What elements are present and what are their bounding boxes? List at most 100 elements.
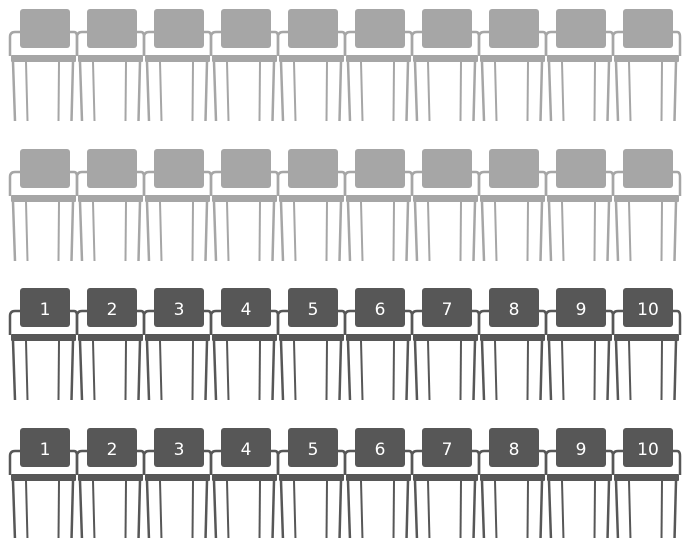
chair-armrest-left bbox=[10, 451, 20, 475]
chair-back bbox=[154, 9, 204, 48]
chair-seat bbox=[614, 474, 679, 481]
seat-1-2 bbox=[77, 9, 144, 121]
chair-leg bbox=[428, 202, 430, 261]
chair-leg bbox=[415, 202, 417, 261]
chair-leg bbox=[26, 341, 28, 400]
seat-3-3[interactable]: 3 bbox=[144, 288, 211, 400]
chair-leg bbox=[327, 481, 328, 538]
chair-leg bbox=[80, 341, 82, 400]
chair-armrest-left bbox=[546, 311, 556, 335]
chair-leg bbox=[495, 202, 497, 261]
chair-armrest-left bbox=[77, 311, 87, 335]
seat-4-8[interactable]: 8 bbox=[479, 428, 546, 538]
seat-4-7[interactable]: 7 bbox=[412, 428, 479, 538]
seat-3-8[interactable]: 8 bbox=[479, 288, 546, 400]
chair-leg bbox=[126, 481, 127, 538]
chair-seat bbox=[614, 55, 679, 62]
chair-leg bbox=[394, 481, 395, 538]
seat-4-4[interactable]: 4 bbox=[211, 428, 278, 538]
seat-4-2[interactable]: 2 bbox=[77, 428, 144, 538]
chair-armrest-left bbox=[546, 172, 556, 196]
chair-back bbox=[154, 149, 204, 188]
seat-4-6[interactable]: 6 bbox=[345, 428, 412, 538]
chair-seat bbox=[279, 195, 344, 202]
chair-leg bbox=[662, 341, 663, 400]
seat-3-9[interactable]: 9 bbox=[546, 288, 613, 400]
chair-leg bbox=[461, 481, 462, 538]
chair-leg bbox=[260, 202, 261, 261]
chair-leg bbox=[616, 62, 618, 121]
seat-3-10[interactable]: 10 bbox=[613, 288, 680, 400]
seat-3-5[interactable]: 5 bbox=[278, 288, 345, 400]
seat-4-9[interactable]: 9 bbox=[546, 428, 613, 538]
seat-2-1 bbox=[10, 149, 77, 261]
seat-number: 7 bbox=[442, 440, 453, 460]
chair-leg bbox=[147, 62, 149, 121]
chair-armrest-left bbox=[345, 311, 355, 335]
seat-number: 3 bbox=[174, 300, 185, 320]
chair-leg bbox=[616, 481, 618, 538]
chair-leg bbox=[59, 62, 60, 121]
chair-armrest-left bbox=[211, 451, 221, 475]
chair-seat bbox=[11, 55, 76, 62]
chair-leg bbox=[227, 202, 229, 261]
chair-leg bbox=[13, 62, 15, 121]
seat-2-5 bbox=[278, 149, 345, 261]
chair-leg bbox=[482, 202, 484, 261]
chair-leg bbox=[348, 481, 350, 538]
chair-seat bbox=[212, 55, 277, 62]
seat-3-7[interactable]: 7 bbox=[412, 288, 479, 400]
chair-leg bbox=[340, 62, 342, 121]
seat-row-1 bbox=[10, 9, 680, 121]
chair-leg bbox=[675, 202, 677, 261]
chair-leg bbox=[294, 202, 296, 261]
chair-leg bbox=[227, 341, 229, 400]
chair-leg bbox=[72, 341, 74, 400]
chair-leg bbox=[273, 341, 275, 400]
seat-3-4[interactable]: 4 bbox=[211, 288, 278, 400]
seat-4-5[interactable]: 5 bbox=[278, 428, 345, 538]
chair-seat bbox=[145, 474, 210, 481]
chair-leg bbox=[294, 481, 296, 538]
chair-seat bbox=[145, 334, 210, 341]
chair-leg bbox=[541, 481, 543, 538]
chair-leg bbox=[260, 341, 261, 400]
chair-leg bbox=[193, 341, 194, 400]
seat-number: 10 bbox=[637, 440, 659, 460]
chair-armrest-left bbox=[613, 451, 623, 475]
chair-leg bbox=[407, 202, 409, 261]
seat-4-1[interactable]: 1 bbox=[10, 428, 77, 538]
chair-seat bbox=[279, 55, 344, 62]
seat-2-3 bbox=[144, 149, 211, 261]
chair-armrest-left bbox=[546, 32, 556, 56]
seat-4-10[interactable]: 10 bbox=[613, 428, 680, 538]
chair-leg bbox=[93, 481, 95, 538]
chair-leg bbox=[528, 62, 529, 121]
chair-leg bbox=[206, 481, 208, 538]
chair-leg bbox=[629, 341, 631, 400]
chair-leg bbox=[415, 341, 417, 400]
chair-leg bbox=[281, 481, 283, 538]
seat-4-3[interactable]: 3 bbox=[144, 428, 211, 538]
chair-leg bbox=[80, 62, 82, 121]
chair-leg bbox=[139, 62, 141, 121]
chair-seat bbox=[346, 55, 411, 62]
seat-3-6[interactable]: 6 bbox=[345, 288, 412, 400]
chair-back bbox=[221, 149, 271, 188]
chair-armrest-right bbox=[673, 32, 680, 56]
chair-seat bbox=[11, 474, 76, 481]
seat-1-10 bbox=[613, 9, 680, 121]
chair-leg bbox=[147, 341, 149, 400]
chair-leg bbox=[415, 62, 417, 121]
seat-3-2[interactable]: 2 bbox=[77, 288, 144, 400]
chair-leg bbox=[13, 202, 15, 261]
seat-row-3: 12 3 456789 10 bbox=[10, 288, 680, 400]
seat-3-1[interactable]: 1 bbox=[10, 288, 77, 400]
chair-leg bbox=[327, 341, 328, 400]
chair-leg bbox=[608, 481, 610, 538]
chair-seat bbox=[78, 474, 143, 481]
seat-number: 10 bbox=[637, 300, 659, 320]
chair-leg bbox=[214, 341, 216, 400]
chair-leg bbox=[273, 202, 275, 261]
chair-armrest-left bbox=[144, 311, 154, 335]
